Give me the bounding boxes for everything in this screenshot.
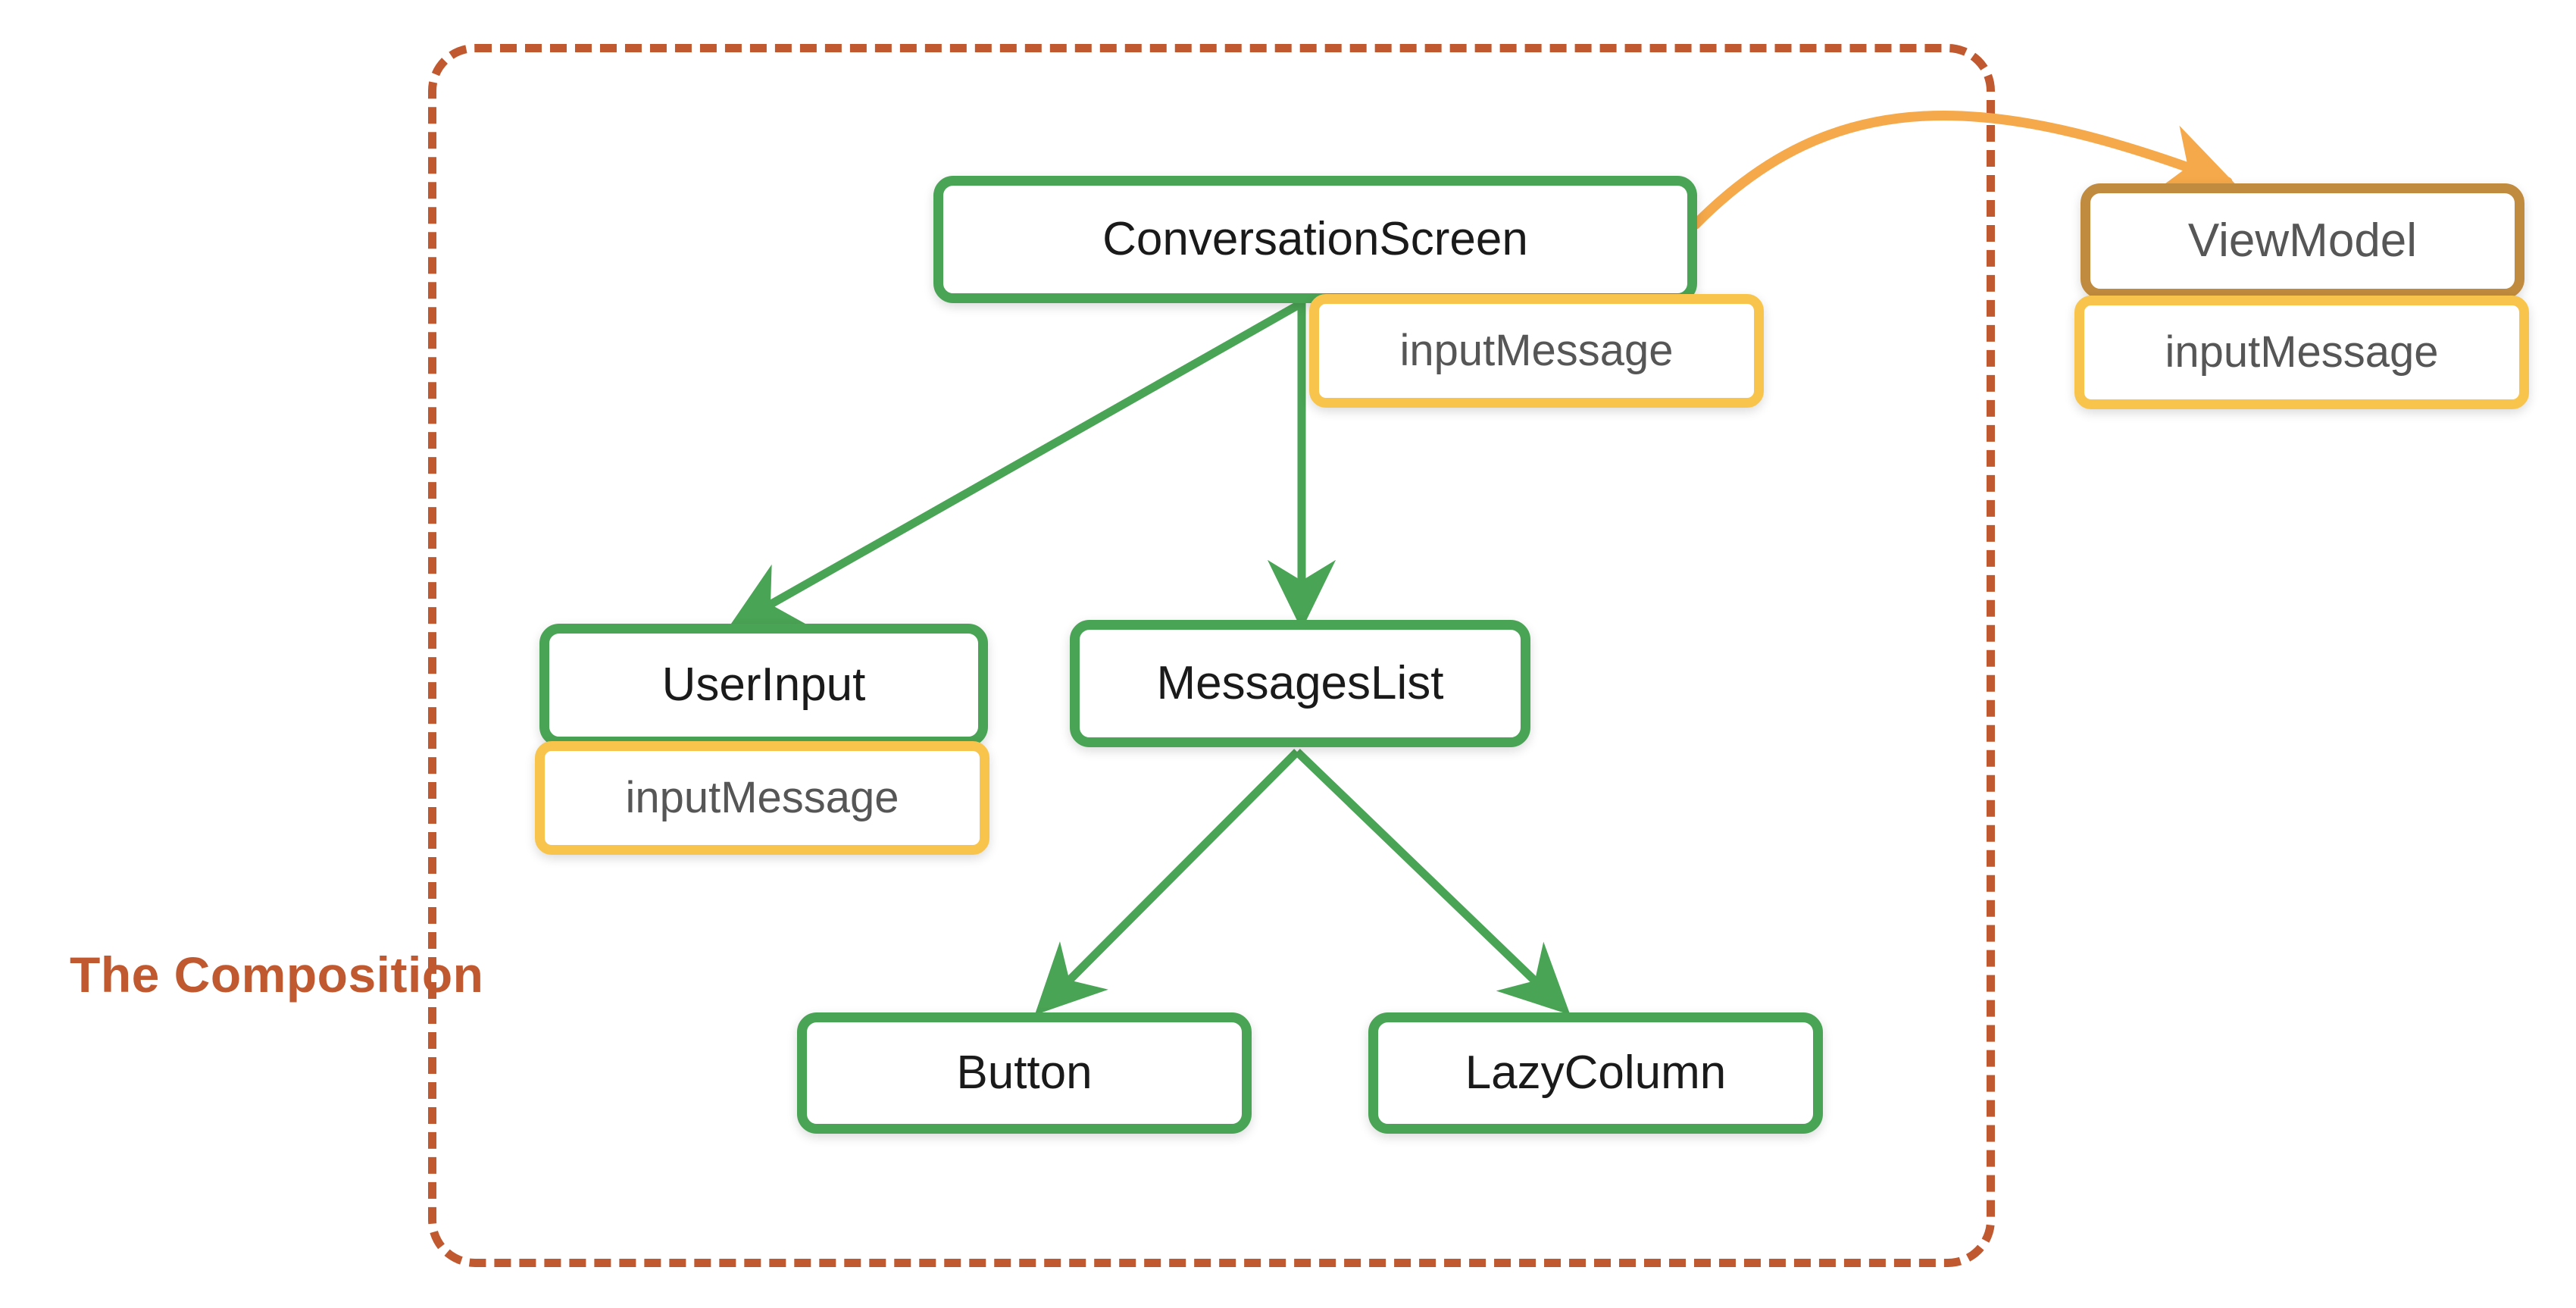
node-view-model[interactable]: ViewModel: [2080, 183, 2524, 299]
node-view-model-state[interactable]: inputMessage: [2074, 296, 2529, 409]
node-conversation-screen-state[interactable]: inputMessage: [1309, 294, 1764, 408]
node-conversation-screen-label: ConversationScreen: [1102, 213, 1528, 265]
node-user-input-state-label: inputMessage: [625, 773, 899, 822]
node-messages-list[interactable]: MessagesList: [1070, 620, 1530, 747]
node-messages-list-label: MessagesList: [1156, 657, 1444, 709]
composition-label: The Composition: [70, 947, 484, 1003]
node-user-input[interactable]: UserInput: [539, 624, 988, 746]
node-conversation-screen-state-label: inputMessage: [1399, 326, 1674, 375]
node-lazy-column-label: LazyColumn: [1465, 1047, 1727, 1099]
node-button[interactable]: Button: [797, 1012, 1252, 1134]
node-view-model-state-label: inputMessage: [2165, 327, 2439, 377]
node-user-input-label: UserInput: [661, 659, 866, 711]
composition-boundary: [428, 44, 1995, 1267]
node-lazy-column[interactable]: LazyColumn: [1368, 1012, 1823, 1134]
node-view-model-label: ViewModel: [2187, 214, 2418, 267]
node-button-label: Button: [956, 1047, 1093, 1099]
node-conversation-screen[interactable]: ConversationScreen: [933, 176, 1697, 303]
node-user-input-state[interactable]: inputMessage: [535, 741, 989, 855]
